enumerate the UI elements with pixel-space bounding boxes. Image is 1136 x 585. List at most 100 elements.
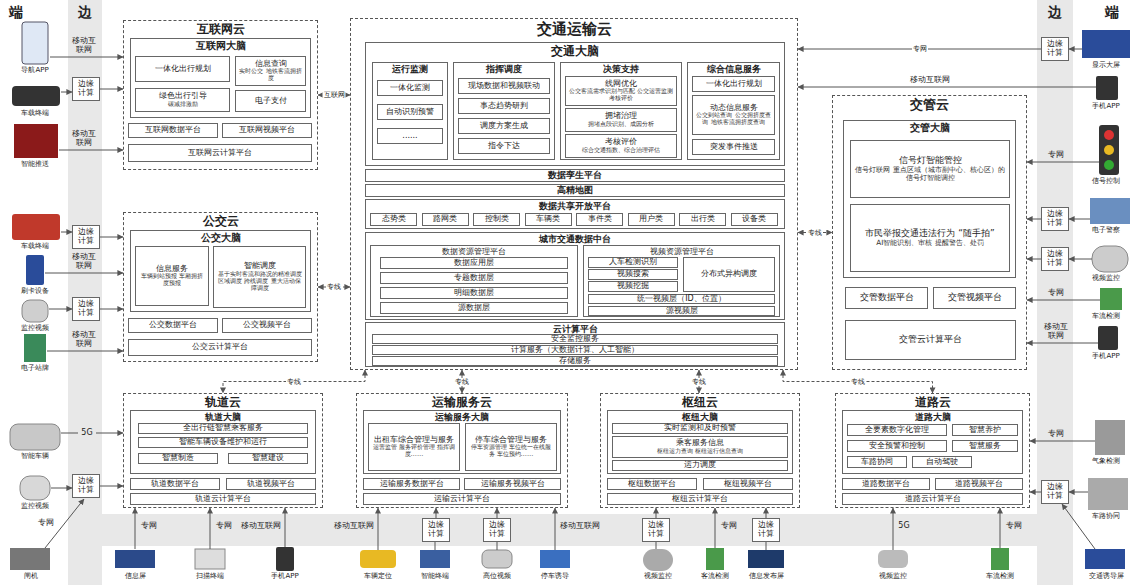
module-box: 城市交通数据中台数据资源管理平台数据应用层专题数据层明细数据层源数据层视频资源管…	[365, 232, 785, 320]
process-box: 运力调度	[612, 460, 788, 471]
process-box: 态势类	[370, 213, 417, 226]
process-box: 调度方案生成	[458, 118, 550, 134]
device-link	[656, 542, 657, 549]
node-title: 枢纽大脑	[608, 412, 792, 423]
process-box: 枢纽数据平台	[607, 478, 697, 490]
edge-computing-box: 边缘计算	[1041, 480, 1069, 504]
edge-label: 专网	[912, 45, 928, 53]
node-title: 运输服务云	[357, 395, 567, 409]
annotation-label: 手机APP	[1080, 102, 1132, 110]
process-box: 分布式异构调度	[683, 257, 775, 292]
device-link	[1000, 508, 1001, 548]
node-title: 道路视频平台	[938, 480, 1020, 489]
node-title: 公交大脑	[131, 232, 310, 244]
device-link	[59, 150, 123, 151]
node-title: 智能车辆设备维护和运行	[141, 438, 305, 447]
node-title: 自动识别预警	[380, 108, 440, 117]
device-icon	[12, 86, 60, 106]
module-box: 交管大脑信号灯智能管控信号灯联网 重点区域（城市副中心、核心区）的信号灯智能调控…	[843, 120, 1016, 278]
node-title: 交通运输云	[351, 20, 797, 38]
annotation-label: 信号控制	[1080, 177, 1132, 185]
annotation-label: 移动互联网	[559, 521, 601, 530]
node-title: 数据孪生平台	[368, 171, 782, 181]
node-title: 运行监测	[373, 64, 447, 75]
module-box: 指挥调度现场数据和视频联动事态趋势研判调度方案生成指令下达	[453, 62, 555, 160]
device-link	[497, 542, 498, 550]
node-title: 交管视频平台	[936, 293, 1013, 303]
annotation-label: 移动互联网	[71, 330, 97, 348]
module-box: 互联网大脑一体化出行规划信息查询实时公交 地铁客流拥挤度绿色出行引导碳减排激励电…	[130, 38, 311, 118]
node-title: 用户类	[631, 215, 672, 224]
process-box: 考核评价综合交通指数、综合治理评估	[565, 134, 677, 158]
cloud-group: 道路云道路大脑全要素数字化管理智慧养护安全预警和控制智慧服务车路协同自动驾驶道路…	[835, 393, 1030, 508]
device-icon	[420, 550, 450, 568]
annotation-label: 专网	[36, 518, 56, 527]
annotation-label: 专网	[1004, 521, 1024, 530]
node-title: 视频挖掘	[591, 282, 675, 291]
process-box: 信息查询实时公交 地铁客流拥挤度	[235, 56, 306, 86]
process-box: 智慧服务	[952, 440, 1018, 452]
node-detail: 实时公交 地铁客流拥挤度	[238, 68, 303, 82]
edge-computing-box: 边缘计算	[72, 225, 100, 249]
annotation-label: 监控视频	[8, 502, 62, 510]
device-icon	[1082, 30, 1130, 58]
module-box: 道路大脑全要素数字化管理智慧养护安全预警和控制智慧服务车路协同自动驾驶	[842, 410, 1023, 474]
node-title: 明细数据层	[383, 289, 565, 298]
module-box: 综合信息服务一体化出行规划动态信息服务公交到站查询 公交拥挤度查询 地铁客流拥挤…	[687, 62, 780, 160]
device-icon	[748, 550, 784, 568]
connector-line	[100, 89, 123, 90]
annotation-label: 移动互联网	[240, 521, 282, 530]
edge-band	[102, 514, 1037, 546]
device-icon	[276, 547, 294, 571]
node-title: 综合信息服务	[688, 64, 779, 75]
node-title: 公交云计算平台	[131, 343, 309, 352]
node-title: 数据资源管理平台	[371, 247, 577, 257]
node-title: 全要素数字化管理	[850, 426, 944, 435]
device-link	[1027, 300, 1100, 301]
connector-line	[766, 508, 767, 518]
node-title: 事态趋势研判	[461, 102, 547, 111]
device-icon	[10, 424, 60, 450]
process-box: 拥堵治理拥堵点段识别、成因分析	[565, 108, 677, 132]
process-box: 电子支付	[235, 90, 306, 112]
process-box: 现场数据和视频联动	[458, 78, 550, 94]
device-icon	[26, 255, 44, 285]
node-title: 枢纽视频平台	[706, 480, 790, 489]
annotation-label: 专网	[214, 521, 234, 530]
device-link	[47, 351, 123, 352]
device-link	[50, 57, 123, 58]
node-title: 运力调度	[615, 461, 785, 470]
node-title: 突发事件推送	[695, 143, 772, 152]
annotation-label: 边	[1045, 4, 1065, 20]
annotation-label: 车载终端	[8, 242, 62, 250]
device-icon	[1095, 420, 1125, 455]
process-box: 智能调度基于实时客流和路况的精准调度 区域调度 跨线调度 重大活动保障调度	[213, 246, 306, 308]
process-box: 视频挖掘	[588, 281, 678, 292]
annotation-label: 车载终端	[8, 109, 62, 117]
node-title: 交管云计算平台	[848, 335, 1013, 345]
node-title: 态势类	[373, 215, 414, 224]
node-title: 一体化出行规划	[138, 65, 227, 74]
node-title: 考核评价	[568, 138, 674, 147]
process-box: 自动识别预警	[377, 104, 443, 120]
process-box: 道路数据平台	[842, 478, 930, 490]
node-title: 互联网视频平台	[225, 126, 309, 135]
annotation-label: 客流检测	[692, 572, 738, 580]
node-detail: 车辆到站预报 车厢拥挤度预报	[138, 273, 206, 287]
device-link	[45, 273, 123, 274]
process-box: 安全监控服务	[372, 334, 778, 344]
edge-label: 专线	[850, 377, 866, 385]
node-title: 互联网云	[124, 22, 317, 36]
node-title: 一体化出行规划	[695, 80, 772, 89]
device-link	[893, 508, 894, 550]
annotation-label: 边	[75, 4, 95, 20]
device-link	[1062, 504, 1095, 549]
module-box: 决策支持线网优化公交客流需求识别与匹配 公交运营监测考核评价拥堵治理拥堵点段识别…	[560, 62, 682, 160]
node-detail: 基于实时客流和路况的精准调度 区域调度 跨线调度 重大活动保障调度	[216, 271, 303, 292]
node-title: 安全预警和控制	[850, 442, 944, 451]
annotation-label: 交通诱导屏	[1081, 572, 1131, 580]
node-title: 乘客服务信息	[615, 439, 785, 448]
device-icon	[1088, 478, 1128, 510]
node-title: 边缘计算	[427, 521, 445, 539]
